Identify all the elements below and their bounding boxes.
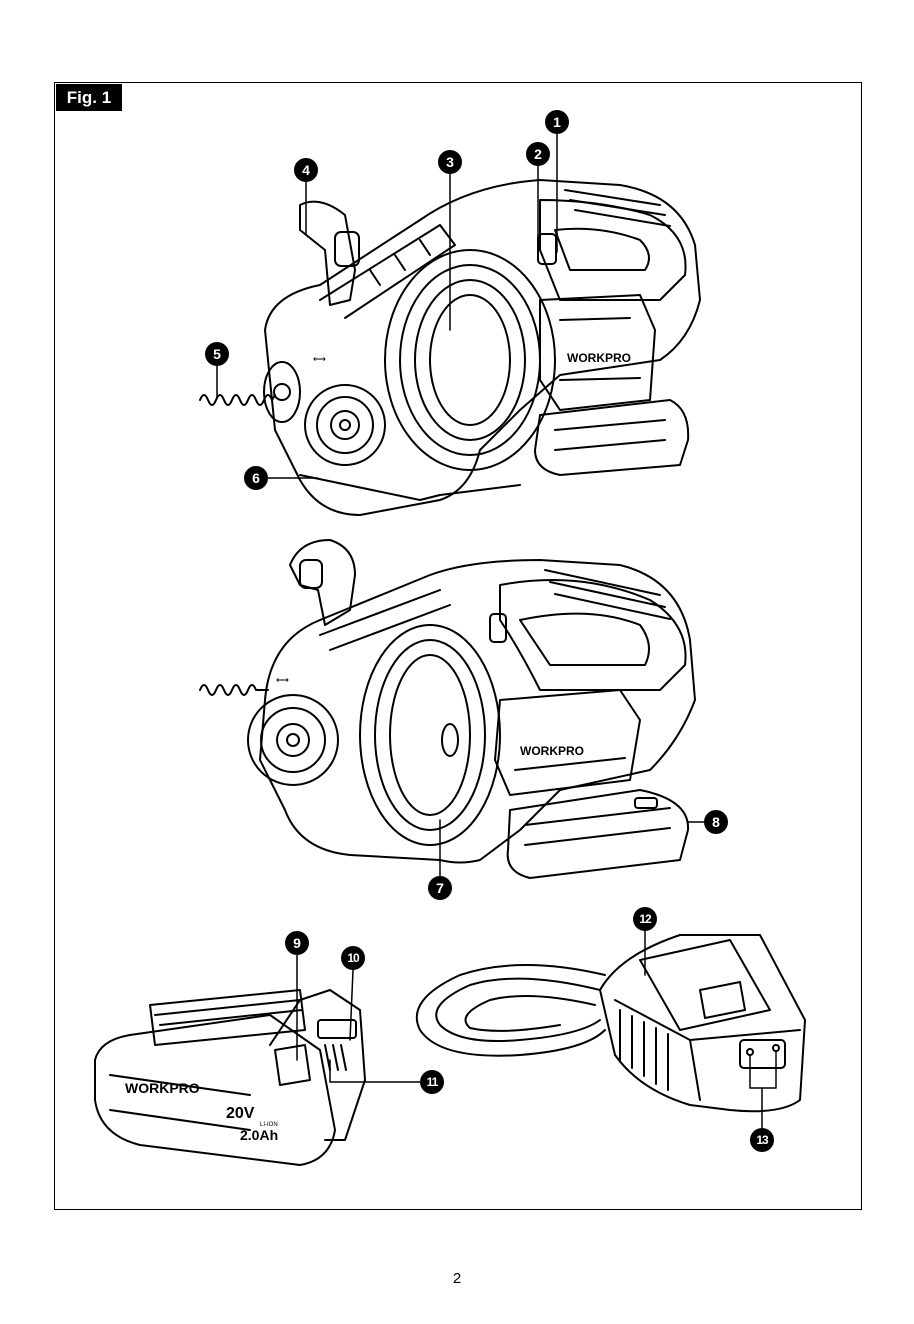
callout-4: 4 bbox=[294, 158, 318, 182]
battery-pack bbox=[95, 990, 365, 1165]
callout-10: 10 bbox=[341, 946, 365, 970]
callout-8: 8 bbox=[704, 810, 728, 834]
callout-3: 3 bbox=[438, 150, 462, 174]
battery-brand: WORKPRO bbox=[125, 1080, 200, 1096]
callout-11: 11 bbox=[420, 1070, 444, 1094]
callout-7: 7 bbox=[428, 876, 452, 900]
callout-9: 9 bbox=[285, 931, 309, 955]
brand-label-middle: WORKPRO bbox=[520, 744, 584, 758]
callout-5: 5 bbox=[205, 342, 229, 366]
svg-text:⟷: ⟷ bbox=[313, 354, 326, 364]
page-number: 2 bbox=[0, 1270, 914, 1287]
callout-12: 12 bbox=[633, 907, 657, 931]
battery-label: WORKPRO 20V LI-ION 2.0Ah bbox=[125, 1080, 278, 1143]
callout-1: 1 bbox=[545, 110, 569, 134]
drain-auger-side-view: ⟷ bbox=[200, 540, 695, 878]
battery-voltage: 20V bbox=[226, 1105, 255, 1122]
battery-charger bbox=[417, 935, 805, 1111]
brand-label-top: WORKPRO bbox=[567, 351, 631, 365]
callout-6: 6 bbox=[244, 466, 268, 490]
svg-text:⟷: ⟷ bbox=[276, 675, 289, 685]
battery-capacity: 2.0Ah bbox=[240, 1127, 278, 1143]
callout-13: 13 bbox=[750, 1128, 774, 1152]
callout-2: 2 bbox=[526, 142, 550, 166]
